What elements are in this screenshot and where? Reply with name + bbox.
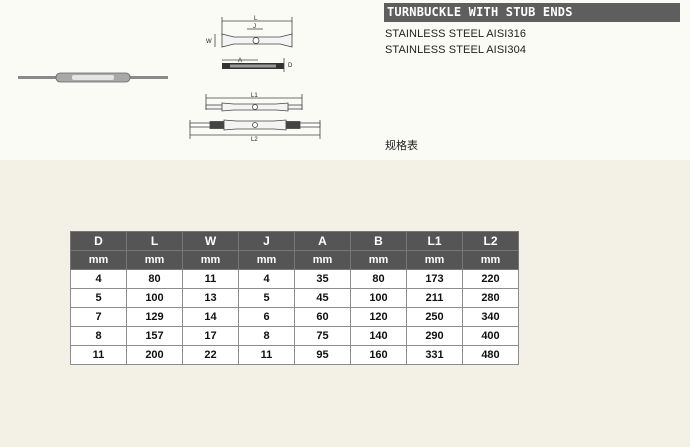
table-cell: 200 — [126, 345, 183, 365]
table-cell: 6 — [238, 307, 295, 327]
table-cell: 480 — [462, 345, 519, 365]
unit-cell: mm — [294, 250, 351, 270]
table-cell: 14 — [182, 307, 239, 327]
dim-W: W — [206, 39, 212, 45]
unit-cell: mm — [462, 250, 519, 270]
material-aisi316: STAINLESS STEEL AISI316 — [385, 28, 527, 40]
unit-cell: mm — [406, 250, 463, 270]
table-cell: 290 — [406, 326, 463, 346]
dim-J: J — [253, 24, 256, 30]
table-cell: 4 — [238, 269, 295, 289]
col-header-j: J — [238, 231, 295, 251]
dim-L-top: L — [254, 16, 258, 22]
col-header-l: L — [126, 231, 183, 251]
table-cell: 400 — [462, 326, 519, 346]
front-view-drawing — [205, 94, 303, 112]
table-cell: 160 — [350, 345, 407, 365]
table-cell: 211 — [406, 288, 463, 308]
table-cell: 11 — [182, 269, 239, 289]
table-row: 8 157 17 8 75 140 290 400 — [70, 326, 519, 346]
table-cell: 331 — [406, 345, 463, 365]
col-header-l2: L2 — [462, 231, 519, 251]
unit-cell: mm — [182, 250, 239, 270]
unit-cell: mm — [126, 250, 183, 270]
side-view-drawing — [222, 58, 285, 72]
table-cell: 22 — [182, 345, 239, 365]
technical-drawing: L J W A D L1 L2 — [18, 16, 321, 143]
table-row: 7 129 14 6 60 120 250 340 — [70, 307, 519, 327]
table-cell: 7 — [70, 307, 127, 327]
table-cell: 17 — [182, 326, 239, 346]
table-cell: 250 — [406, 307, 463, 327]
table-cell: 173 — [406, 269, 463, 289]
col-header-w: W — [182, 231, 239, 251]
unit-cell: mm — [70, 250, 127, 270]
table-cell: 11 — [70, 345, 127, 365]
dim-L2: L2 — [251, 137, 258, 143]
table-cell: 75 — [294, 326, 351, 346]
spec-table-label: 规格表 — [385, 140, 418, 152]
unit-cell: mm — [350, 250, 407, 270]
dim-L1: L1 — [251, 93, 258, 99]
spec-table: D L W J A B L1 L2 mm mm mm mm mm mm mm m… — [70, 231, 519, 365]
table-cell: 45 — [294, 288, 351, 308]
table-cell: 8 — [70, 326, 127, 346]
table-cell: 11 — [238, 345, 295, 365]
table-cell: 13 — [182, 288, 239, 308]
table-cell: 8 — [238, 326, 295, 346]
table-cell: 60 — [294, 307, 351, 327]
table-cell: 4 — [70, 269, 127, 289]
table-cell: 80 — [126, 269, 183, 289]
table-cell: 5 — [70, 288, 127, 308]
table-cell: 157 — [126, 326, 183, 346]
material-aisi304: STAINLESS STEEL AISI304 — [385, 44, 527, 56]
table-cell: 120 — [350, 307, 407, 327]
table-cell: 280 — [462, 288, 519, 308]
col-header-d: D — [70, 231, 127, 251]
col-header-a: A — [294, 231, 351, 251]
table-cell: 80 — [350, 269, 407, 289]
table-cell: 5 — [238, 288, 295, 308]
table-cell: 129 — [126, 307, 183, 327]
col-header-b: B — [350, 231, 407, 251]
table-cell: 340 — [462, 307, 519, 327]
dim-A: A — [238, 58, 242, 64]
table-cell: 100 — [350, 288, 407, 308]
col-header-l1: L1 — [406, 231, 463, 251]
table-cell: 140 — [350, 326, 407, 346]
table-row: 5 100 13 5 45 100 211 280 — [70, 288, 519, 308]
product-title: TURNBUCKLE WITH STUB ENDS — [384, 3, 680, 22]
table-cell: 95 — [294, 345, 351, 365]
table-cell: 100 — [126, 288, 183, 308]
unit-cell: mm — [238, 250, 295, 270]
table-row: 4 80 11 4 35 80 173 220 — [70, 269, 519, 289]
table-cell: 220 — [462, 269, 519, 289]
dim-D: D — [288, 63, 293, 69]
full-length-drawing — [189, 119, 321, 139]
top-view-drawing — [214, 17, 293, 48]
table-cell: 35 — [294, 269, 351, 289]
product-photo — [18, 72, 168, 83]
table-units-row: mm mm mm mm mm mm mm mm — [70, 250, 519, 270]
table-row: 11 200 22 11 95 160 331 480 — [70, 345, 519, 365]
table-header-row: D L W J A B L1 L2 — [70, 231, 519, 251]
